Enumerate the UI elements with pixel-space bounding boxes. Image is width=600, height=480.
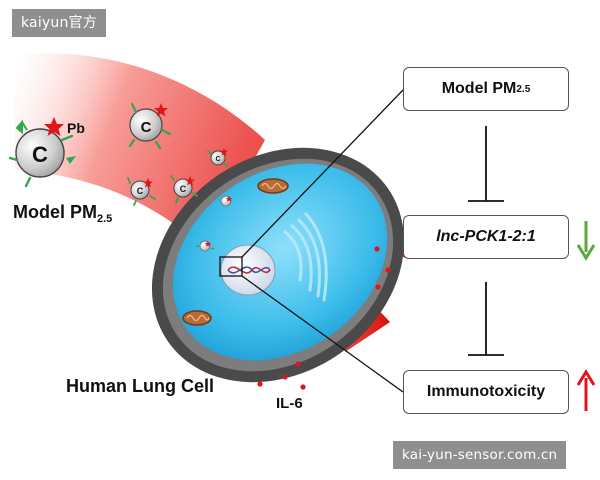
immunotoxicity-box-label: Immunotoxicity xyxy=(426,383,546,400)
model-pm25-label-main: Model PM xyxy=(13,202,97,222)
internalized-particle xyxy=(196,240,215,252)
il6-label: IL-6 xyxy=(276,395,303,412)
zoom-line-bottom xyxy=(241,275,404,393)
pm25-particle: C xyxy=(207,148,228,167)
pm25-particle: C xyxy=(128,102,172,150)
dna-helix xyxy=(227,266,271,274)
watermark-top: kaiyun官方 xyxy=(12,9,106,37)
lead-star xyxy=(44,117,64,136)
cytoplasm xyxy=(172,163,388,361)
model-pm25-label-subscript: 2.5 xyxy=(97,213,113,225)
model-pm25-label: Model PM2.5 xyxy=(13,202,112,225)
dna-zoom-box xyxy=(219,256,243,277)
carbon-symbol: C xyxy=(180,184,187,194)
carbon-symbol: C xyxy=(32,142,48,167)
carbon-symbol: C xyxy=(215,156,220,163)
internalized-particle xyxy=(220,195,232,207)
lnc-pck1-box: lnc-PCK1-2:1 xyxy=(403,215,569,259)
inhibition-arrow-2 xyxy=(468,282,504,356)
mitochondrion xyxy=(182,310,212,326)
zoom-line-top xyxy=(241,89,404,258)
carbon-symbol: C xyxy=(137,186,144,196)
nucleus xyxy=(220,244,276,296)
lung-cell xyxy=(151,147,405,383)
carbon-symbol: C xyxy=(141,119,152,136)
pm25-particle-large: C xyxy=(8,117,76,188)
immunotoxicity-box: Immunotoxicity xyxy=(403,370,569,414)
down-arrow-icon xyxy=(576,221,596,261)
human-lung-cell-label: Human Lung Cell xyxy=(66,376,214,396)
model-pm25-box-label: Model PM xyxy=(441,80,517,97)
inhibition-arrow-1 xyxy=(468,126,504,202)
watermark-bottom: kai-yun-sensor.com.cn xyxy=(393,441,567,469)
pm25-particle: C xyxy=(127,177,156,206)
up-arrow-icon xyxy=(576,369,596,411)
lead-label: Pb xyxy=(67,120,85,136)
model-pm25-box-subscript: 2.5 xyxy=(516,83,531,95)
endoplasmic-reticulum xyxy=(283,212,328,302)
pm25-particle: C xyxy=(170,175,198,204)
lnc-pck1-box-label: lnc-PCK1-2:1 xyxy=(436,228,536,245)
mitochondrion xyxy=(257,178,289,194)
